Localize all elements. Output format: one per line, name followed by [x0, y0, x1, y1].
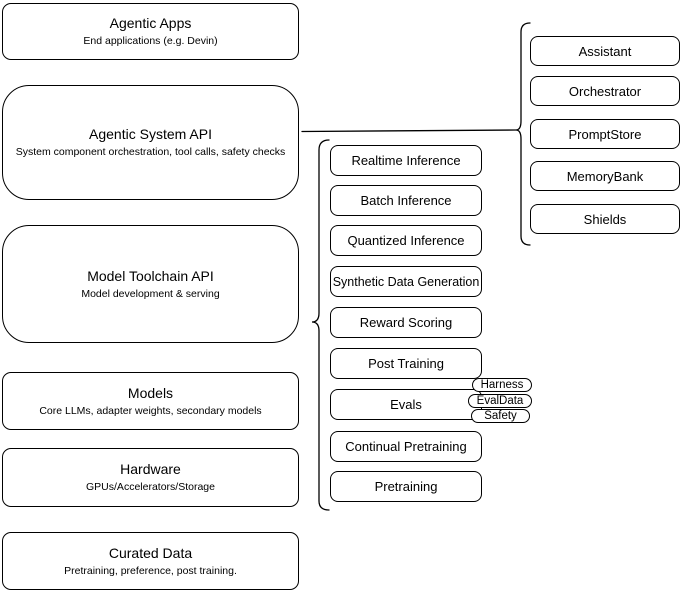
node-label: MemoryBank [566, 168, 644, 184]
node-assistant: Assistant [530, 36, 680, 66]
toolchain-components-brace-icon [311, 139, 330, 511]
node-models: Models Core LLMs, adapter weights, secon… [2, 372, 299, 430]
node-label: Realtime Inference [351, 153, 461, 168]
node-label: Orchestrator [568, 83, 642, 99]
node-hardware: Hardware GPUs/Accelerators/Storage [2, 448, 299, 507]
node-orchestrator: Orchestrator [530, 76, 680, 106]
node-title: Agentic Apps [109, 15, 192, 31]
node-batch-inference: Batch Inference [330, 185, 482, 216]
node-realtime-inference: Realtime Inference [330, 145, 482, 176]
node-label: Evals [390, 397, 422, 412]
node-subtitle: GPUs/Accelerators/Storage [86, 481, 215, 493]
node-subtitle: End applications (e.g. Devin) [83, 35, 218, 47]
system-api-connector-line [301, 129, 517, 133]
node-subtitle: Pretraining, preference, post training. [64, 564, 237, 577]
node-agentic-system-api: Agentic System API System component orch… [2, 85, 299, 200]
node-label: Quantized Inference [347, 233, 465, 248]
node-label: Pretraining [374, 479, 438, 494]
node-continual-pretraining: Continual Pretraining [330, 431, 482, 462]
node-promptstore: PromptStore [530, 119, 680, 149]
tag-label: Safety [484, 409, 517, 422]
node-title: Agentic System API [89, 126, 212, 142]
node-quantized-inference: Quantized Inference [330, 225, 482, 256]
node-label: Post Training [368, 356, 444, 371]
node-subtitle: Model development & serving [81, 287, 220, 300]
node-model-toolchain-api: Model Toolchain API Model development & … [2, 225, 299, 343]
node-pretraining: Pretraining [330, 471, 482, 502]
node-label: Synthetic Data Generation [332, 274, 480, 289]
node-synthetic-data-generation: Synthetic Data Generation [330, 266, 482, 297]
node-label: Shields [583, 211, 627, 227]
node-subtitle: System component orchestration, tool cal… [15, 146, 286, 158]
node-memorybank: MemoryBank [530, 161, 680, 191]
system-components-brace-icon [515, 22, 531, 246]
tag-safety: Safety [471, 409, 530, 423]
node-title: Model Toolchain API [87, 267, 214, 284]
node-label: Continual Pretraining [345, 439, 467, 454]
node-title: Curated Data [108, 544, 193, 561]
node-subtitle: Core LLMs, adapter weights, secondary mo… [39, 404, 262, 417]
node-label: Assistant [578, 43, 632, 59]
node-agentic-apps: Agentic Apps End applications (e.g. Devi… [2, 3, 299, 60]
node-label: PromptStore [568, 126, 642, 142]
node-shields: Shields [530, 204, 680, 234]
node-evals: Evals [330, 389, 482, 420]
node-label: Batch Inference [360, 193, 452, 208]
node-post-training: Post Training [330, 348, 482, 379]
tag-label: Harness [480, 378, 524, 391]
tag-label: EvalData [476, 394, 524, 407]
node-title: Models [127, 384, 174, 401]
node-curated-data: Curated Data Pretraining, preference, po… [2, 532, 299, 590]
node-label: Reward Scoring [359, 315, 453, 330]
node-title: Hardware [120, 461, 181, 477]
node-reward-scoring: Reward Scoring [330, 307, 482, 338]
tag-harness: Harness [472, 378, 532, 392]
tag-evaldata: EvalData [468, 394, 532, 408]
